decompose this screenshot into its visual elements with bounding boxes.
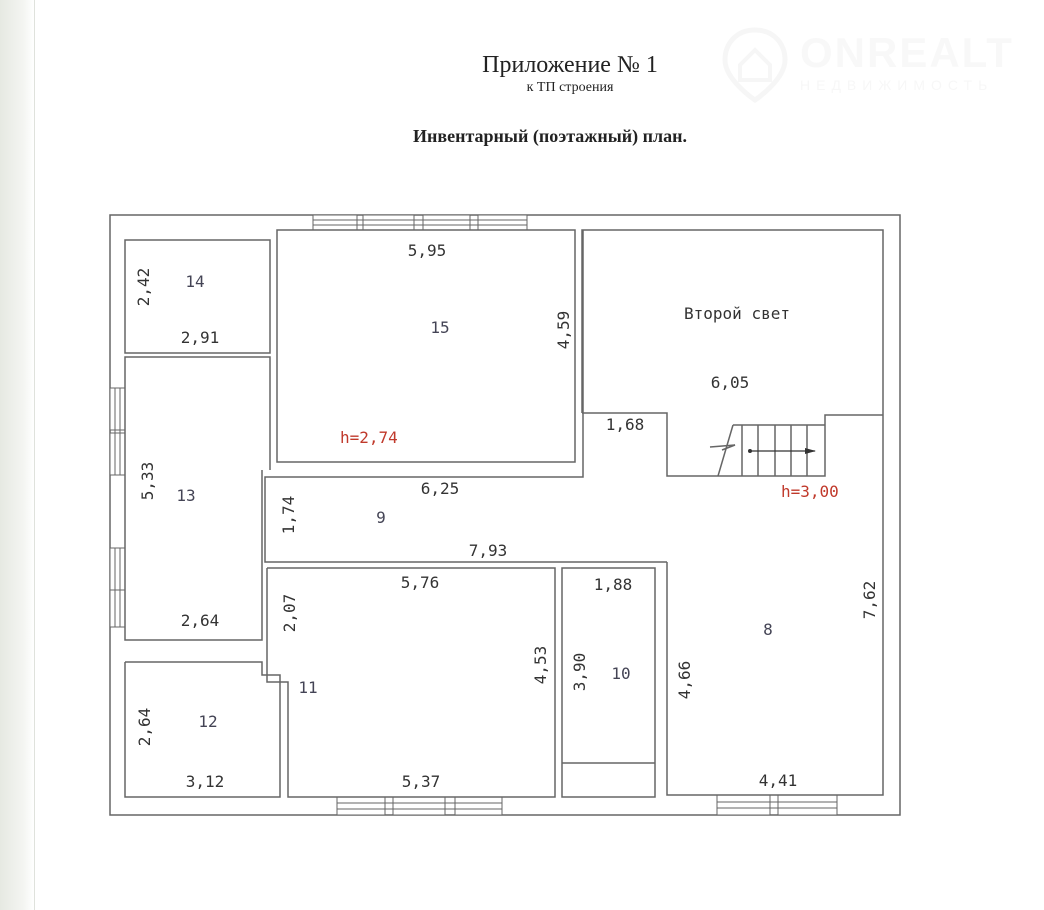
house-pin-icon bbox=[722, 27, 788, 104]
room-13-label: 13 bbox=[176, 486, 195, 505]
dim-label: 1,68 bbox=[606, 415, 645, 434]
room-14-label: 14 bbox=[185, 272, 204, 291]
dim-label: 2,07 bbox=[280, 594, 299, 633]
plan-heading: Инвентарный (поэтажный) план. bbox=[413, 126, 687, 146]
room-12-walls bbox=[124, 661, 281, 798]
dim-label: 4,59 bbox=[554, 311, 573, 350]
dim-label: 5,37 bbox=[402, 772, 441, 791]
ceiling-height-2: h=3,00 bbox=[781, 482, 839, 501]
dim-label: 2,42 bbox=[134, 268, 153, 307]
room-8-walls bbox=[581, 229, 884, 796]
room-11-walls bbox=[266, 567, 556, 798]
windows bbox=[109, 214, 838, 816]
dim-label: 7,93 bbox=[469, 541, 508, 560]
dim-label: 5,95 bbox=[408, 241, 447, 260]
dim-label: 4,53 bbox=[531, 646, 550, 685]
watermark-subtitle: НЕДВИЖИМОСТЬ bbox=[800, 77, 994, 93]
room-15-label: 15 bbox=[430, 318, 449, 337]
dim-label: 2,64 bbox=[135, 708, 154, 747]
dim-label: 4,41 bbox=[759, 771, 798, 790]
dim-label: 5,76 bbox=[401, 573, 440, 592]
watermark-logo: ONREALT НЕДВИЖИМОСТЬ bbox=[720, 25, 1040, 105]
dim-label: 6,25 bbox=[421, 479, 460, 498]
room-15-walls bbox=[276, 229, 576, 463]
dim-label: 2,91 bbox=[181, 328, 220, 347]
room-13-walls bbox=[124, 356, 271, 641]
appendix-subtitle: к ТП строения bbox=[526, 80, 614, 95]
second-light-walls bbox=[582, 412, 883, 477]
corridor-9-walls bbox=[264, 230, 667, 563]
staircase bbox=[709, 424, 825, 477]
dim-label: 3,12 bbox=[186, 772, 225, 791]
room-11-label: 11 bbox=[298, 678, 317, 697]
dim-label: 7,62 bbox=[860, 581, 879, 620]
dim-label: 1,74 bbox=[279, 496, 298, 535]
dim-label: 5,33 bbox=[138, 462, 157, 501]
room-9-label: 9 bbox=[376, 508, 386, 527]
scan-edge bbox=[0, 0, 34, 910]
ceiling-height-1: h=2,74 bbox=[340, 428, 398, 447]
dim-label: 1,88 bbox=[594, 575, 633, 594]
room-8-label: 8 bbox=[763, 620, 773, 639]
room-12-label: 12 bbox=[198, 712, 217, 731]
room-10-walls bbox=[561, 567, 656, 798]
appendix-title: Приложение № 1 bbox=[482, 52, 658, 78]
room-14-walls bbox=[124, 239, 271, 354]
page-border bbox=[34, 0, 35, 910]
room-10-label: 10 bbox=[611, 664, 630, 683]
dim-label: 4,66 bbox=[675, 661, 694, 700]
window-bottom bbox=[336, 794, 838, 816]
window-top bbox=[312, 214, 528, 231]
dim-label: 3,90 bbox=[570, 653, 589, 692]
second-light-label: Второй свет bbox=[684, 304, 790, 323]
dim-label: 2,64 bbox=[181, 611, 220, 630]
dim-label: 6,05 bbox=[711, 373, 750, 392]
window-left bbox=[109, 387, 126, 628]
watermark-name: ONREALT bbox=[800, 29, 1014, 76]
